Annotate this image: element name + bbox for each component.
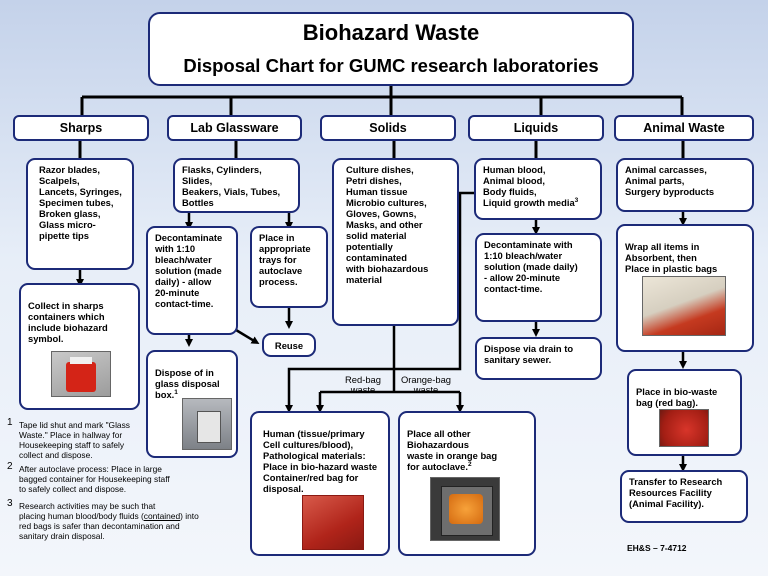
- absorbent-wrap-photo: [642, 276, 726, 336]
- orange-bag-footnote: 2: [467, 460, 472, 468]
- note-2-text: After autoclave process: Place in large …: [19, 464, 170, 494]
- note-3-text-b: ) into red bags is safer than decontamin…: [19, 511, 199, 541]
- sharps-items-text: Razor blades, Scalpels, Lancets, Syringe…: [39, 164, 122, 241]
- footer-contact: EH&S – 7-4712: [627, 543, 687, 553]
- category-liquids: Liquids: [468, 115, 604, 141]
- animal-transfer-box: Transfer to Research Resources Facility …: [620, 470, 748, 523]
- red-bag-text: Human (tissue/primary Cell cultures/bloo…: [263, 428, 378, 494]
- sharps-collect-text: Collect in sharps containers which inclu…: [28, 300, 108, 344]
- liquids-dispose-box: Dispose via drain to sanitary sewer.: [475, 337, 602, 380]
- animal-bag-text: Place in bio-waste bag (red bag).: [636, 386, 718, 408]
- note-3-underlined: contained: [143, 511, 181, 521]
- sharps-container-photo: [51, 351, 111, 397]
- red-bag-photo: [302, 495, 364, 550]
- animal-wrap-text: Wrap all items in Absorbent, then Place …: [625, 241, 718, 274]
- sharps-collect-box: Collect in sharps containers which inclu…: [19, 283, 140, 410]
- glassware-decon-box: Decontaminate with 1:10 bleach/water sol…: [146, 226, 238, 335]
- liquids-dispose-text: Dispose via drain to sanitary sewer.: [484, 343, 574, 365]
- orange-bag-text: Place all other Biohazardous waste in or…: [407, 428, 498, 472]
- red-bag-box: Human (tissue/primary Cell cultures/bloo…: [250, 411, 390, 556]
- note-3-number: 3: [7, 498, 13, 509]
- glassware-trays-text: Place in appropriate trays for autoclave…: [259, 232, 311, 287]
- animal-transfer-text: Transfer to Research Resources Facility …: [629, 476, 723, 509]
- animal-bag-box: Place in bio-waste bag (red bag).: [627, 369, 742, 456]
- liquids-items-box: Human blood, Animal blood, Body fluids, …: [474, 158, 602, 220]
- note-2-number: 2: [7, 461, 13, 472]
- autoclave-photo: [430, 477, 500, 541]
- solids-items-box: Culture dishes, Petri dishes, Human tiss…: [332, 158, 459, 326]
- animal-wrap-box: Wrap all items in Absorbent, then Place …: [616, 224, 754, 352]
- glassware-dispose-footnote: 1: [174, 388, 178, 396]
- orange-bag-label: Orange-bag waste: [400, 374, 452, 395]
- red-bio-waste-bag-photo: [659, 409, 709, 447]
- category-lab-glassware: Lab Glassware: [167, 115, 302, 141]
- page-title: Biohazard Waste: [302, 20, 480, 45]
- animal-items-text: Animal carcasses, Animal parts, Surgery …: [625, 164, 715, 197]
- liquids-items-footnote: 3: [574, 196, 579, 204]
- category-sharps: Sharps: [13, 115, 149, 141]
- liquids-decon-text: Decontaminate with 1:10 bleach/water sol…: [484, 239, 578, 294]
- liquids-items-text: Human blood, Animal blood, Body fluids, …: [483, 164, 575, 208]
- orange-bag-box: Place all other Biohazardous waste in or…: [398, 411, 536, 556]
- glassware-reuse-box: Reuse: [262, 333, 316, 357]
- note-3-text-a: Research activities may be such that pla…: [19, 501, 156, 521]
- glassware-decon-text: Decontaminate with 1:10 bleach/water sol…: [155, 232, 223, 309]
- category-solids: Solids: [320, 115, 456, 141]
- page-subtitle: Disposal Chart for GUMC research laborat…: [183, 55, 599, 76]
- glass-disposal-box-photo: [182, 398, 232, 450]
- liquids-decon-box: Decontaminate with 1:10 bleach/water sol…: [475, 233, 602, 322]
- glassware-items-text: Flasks, Cylinders, Slides, Beakers, Vial…: [182, 164, 281, 208]
- glassware-trays-box: Place in appropriate trays for autoclave…: [250, 226, 328, 308]
- note-1-text: Tape lid shut and mark "Glass Waste." Pl…: [19, 420, 130, 460]
- note-3-text: Research activities may be such that pla…: [19, 501, 247, 541]
- red-bag-label: Red-bag waste: [345, 374, 381, 395]
- glassware-dispose-box: Dispose of in glass disposal box.1: [146, 350, 238, 458]
- solids-items-text: Culture dishes, Petri dishes, Human tiss…: [346, 164, 429, 285]
- category-animal-waste: Animal Waste: [614, 115, 754, 141]
- glassware-dispose-text: Dispose of in glass disposal box.: [155, 367, 220, 400]
- note-1-number: 1: [7, 417, 13, 428]
- glassware-items-box: Flasks, Cylinders, Slides, Beakers, Vial…: [173, 158, 300, 213]
- title-box: Biohazard Waste Disposal Chart for GUMC …: [148, 12, 634, 86]
- glassware-reuse-text: Reuse: [274, 340, 304, 351]
- sharps-items-box: Razor blades, Scalpels, Lancets, Syringe…: [26, 158, 134, 270]
- animal-items-box: Animal carcasses, Animal parts, Surgery …: [616, 158, 754, 212]
